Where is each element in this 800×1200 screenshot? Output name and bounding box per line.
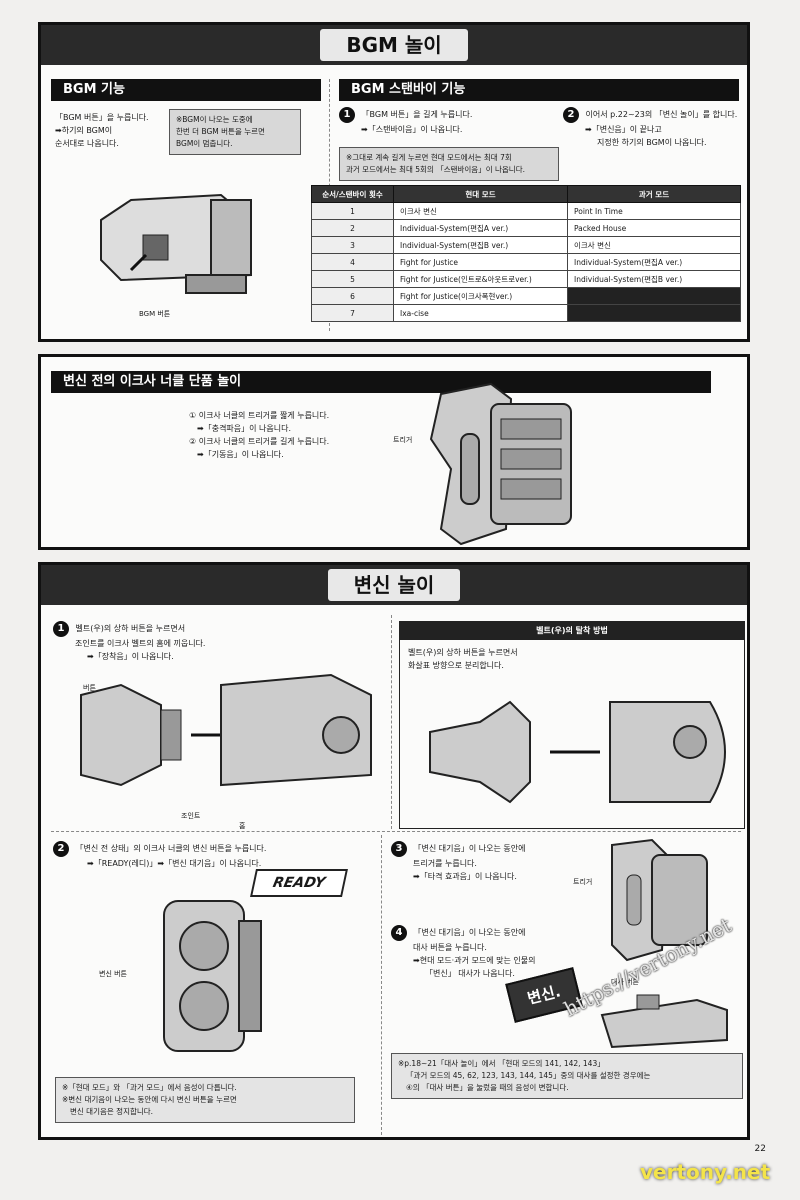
- line-button-label: 대사 버튼: [611, 978, 639, 986]
- table-header-row: 순서/스탠바이 횟수 현대 모드 과거 모드: [311, 185, 741, 203]
- step-number-icon: 4: [391, 925, 407, 941]
- section-title-bar: 변신 놀이: [41, 565, 747, 605]
- ixa-knuckle-illustration: [429, 382, 572, 546]
- knuckle-header: 변신 전의 이크사 너클 단품 놀이: [51, 371, 711, 393]
- knuckle-play-section: 변신 전의 이크사 너클 단품 놀이 ① 이크사 너클의 트리거를 짧게 누릅니…: [38, 354, 750, 550]
- step-number-icon: 2: [563, 107, 579, 123]
- divider: [391, 615, 392, 829]
- henshin-step3: 3 「변신 대기음」이 나오는 동안에 트리거를 누릅니다. ➡「타격 효과음」…: [391, 841, 526, 883]
- bgm-play-section: BGM 놀이 BGM 기능 「BGM 버튼」을 누릅니다. ➡하기의 BGM이 …: [38, 22, 750, 342]
- standby-header: BGM 스탠바이 기능: [339, 79, 739, 101]
- section-title-bar: BGM 놀이: [41, 25, 747, 65]
- henshin-step2: 2 「변신 전 상태」의 이크사 너클의 변신 버튼을 누릅니다. ➡「READ…: [53, 841, 266, 870]
- step-number-icon: 2: [53, 841, 69, 857]
- henshin-text: 변신.: [525, 982, 563, 1008]
- column-header: 순서/스탠바이 횟수: [311, 185, 394, 203]
- divider: [381, 835, 382, 1135]
- knuckle-trigger-illustration: [611, 838, 708, 962]
- column-header: 과거 모드: [567, 185, 741, 203]
- joint-label: 조인트: [181, 812, 201, 820]
- section-title: 변신 놀이: [327, 569, 461, 601]
- line-play-note: ※p.18~21「대사 놀이」에서 「현대 모드의 141, 142, 143」…: [391, 1053, 743, 1099]
- detach-header: 벨트(우)의 탈착 방법: [400, 622, 744, 640]
- bgm-function-header: BGM 기능: [51, 79, 321, 101]
- detach-panel: 벨트(우)의 탈착 방법 벨트(우)의 상하 버튼을 누르면서 화살표 방향으로…: [399, 621, 745, 829]
- step-number-icon: 1: [53, 621, 69, 637]
- henshin-play-section: 변신 놀이 1 벨트(우)의 상하 버튼을 누르면서 조인트를 이크사 벨트의 …: [38, 562, 750, 1140]
- trigger-label: 트리거: [393, 436, 413, 444]
- button-label: 버튼: [83, 684, 96, 692]
- bgm-stop-note: ※BGM이 나오는 도중에 한번 더 BGM 버튼을 누르면 BGM이 멈춥니다…: [169, 109, 301, 155]
- page-number: 22: [754, 1144, 766, 1154]
- section-title: BGM 놀이: [320, 29, 468, 61]
- knuckle-instructions: ① 이크사 너클의 트리거를 짧게 누릅니다. ➡「충격파음」이 나옵니다. ②…: [189, 411, 330, 459]
- bgm-instruction: 「BGM 버튼」을 누릅니다. ➡하기의 BGM이 순서대로 나옵니다.: [55, 113, 149, 148]
- step-number-icon: 3: [391, 841, 407, 857]
- bgm-button-label: BGM 버튼: [139, 310, 171, 318]
- standby-step2: 2 이어서 p.22~23의 「변신 놀이」를 합니다. ➡「변신음」이 끝나고…: [563, 107, 737, 149]
- ready-text: READY: [271, 875, 327, 891]
- column-header: 현대 모드: [393, 185, 568, 203]
- standby-max-note: ※그대로 계속 길게 누르면 현대 모드에서는 최대 7회 과거 모드에서는 최…: [339, 147, 559, 181]
- groove-label: 홈: [239, 822, 246, 830]
- knuckle-front-illustration: [163, 900, 262, 1052]
- line-button-illustration: [600, 994, 728, 1049]
- step-number-icon: 1: [339, 107, 355, 123]
- standby-step1: 1 「BGM 버튼」을 길게 누릅니다. ➡「스탠바이음」이 나옵니다.: [339, 107, 472, 136]
- divider: [51, 831, 741, 832]
- belt-attach-illustration: [80, 673, 372, 787]
- henshin-step4: 4 「변신 대기음」이 나오는 동안에 대사 버튼을 누릅니다. ➡현대 모드·…: [391, 925, 535, 980]
- mode-voice-note: ※「현대 모드」와 「과거 모드」에서 음성이 다릅니다. ※변신 대기음이 나…: [55, 1077, 355, 1123]
- detach-instructions: 벨트(우)의 상하 버튼을 누르면서 화살표 방향으로 분리합니다.: [408, 648, 518, 670]
- henshin-button-label: 변신 버튼: [99, 970, 127, 978]
- belt-buckle-illustration: [100, 193, 252, 294]
- henshin-step1: 1 벨트(우)의 상하 버튼을 누르면서 조인트를 이크사 벨트의 홈에 끼웁니…: [53, 621, 205, 663]
- trigger-label: 트리거: [573, 878, 593, 886]
- watermark-site: vertony.net: [640, 1160, 771, 1184]
- belt-detach-illustration: [429, 700, 726, 804]
